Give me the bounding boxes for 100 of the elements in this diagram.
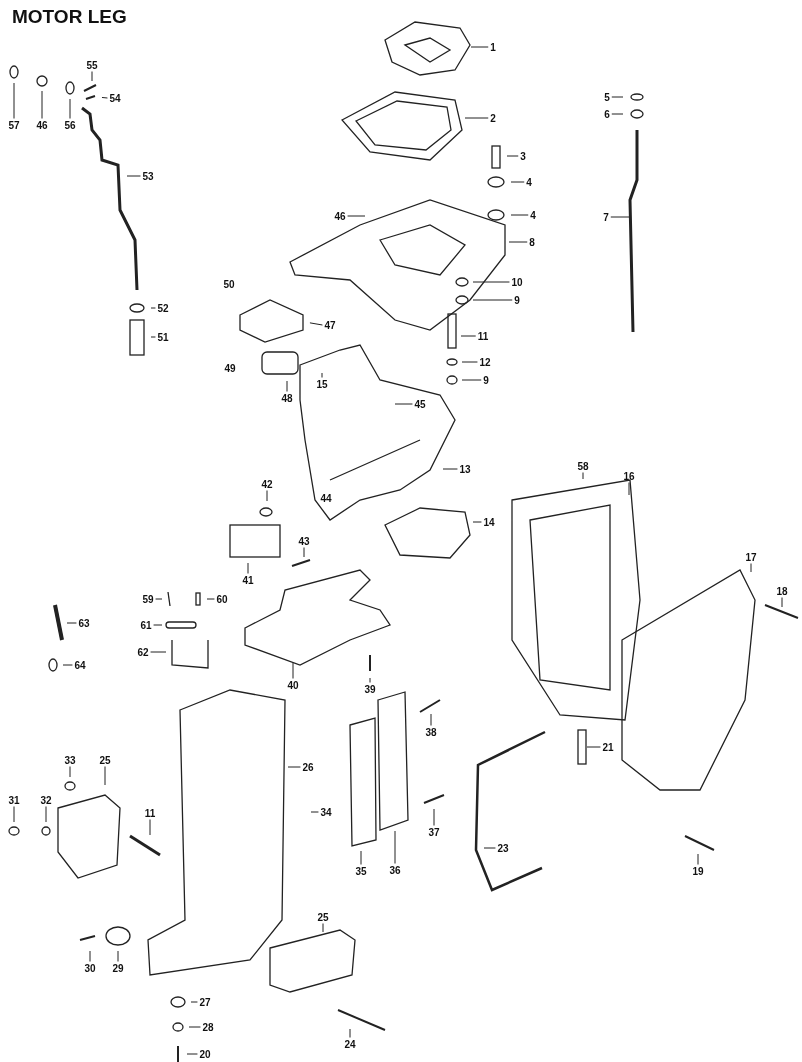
- leader-line: [611, 96, 624, 98]
- leader-line: [303, 547, 305, 558]
- callout-number: 10: [510, 276, 524, 288]
- leader-line: [360, 850, 362, 865]
- leader-line: [91, 71, 93, 82]
- leader-line: [101, 97, 108, 99]
- callout-number: 16: [622, 470, 636, 482]
- callout-number: 64: [73, 659, 87, 671]
- callout-number: 47: [323, 319, 337, 331]
- callout-number: 5: [603, 91, 611, 103]
- leader-line: [153, 624, 163, 626]
- leader-line: [430, 713, 432, 726]
- leader-line: [472, 521, 482, 523]
- leader-line: [349, 1028, 351, 1038]
- callout-number: 18: [775, 585, 789, 597]
- leader-line: [104, 766, 106, 786]
- callout-number: 20: [198, 1048, 212, 1060]
- leader-line: [483, 847, 496, 849]
- callout-number: 9: [513, 294, 521, 306]
- leader-line: [750, 563, 752, 573]
- callout-number: 4: [525, 176, 533, 188]
- callout-number: 24: [343, 1038, 357, 1050]
- callout-number: 36: [388, 864, 402, 876]
- callout-number: 45: [413, 398, 427, 410]
- callout-number: 46: [35, 119, 49, 131]
- leader-line: [347, 215, 366, 217]
- leader-line: [464, 117, 489, 119]
- callout-number: 11: [143, 807, 157, 819]
- callout-number: 52: [156, 302, 170, 314]
- callout-number: 28: [201, 1021, 215, 1033]
- callout-number: 31: [7, 794, 21, 806]
- callout-number: 54: [108, 92, 122, 104]
- callout-number: 55: [85, 59, 99, 71]
- diagram-title: MOTOR LEG: [12, 6, 127, 28]
- callout-number: 6: [603, 108, 611, 120]
- callout-number: 39: [363, 683, 377, 695]
- leader-line: [394, 830, 396, 864]
- callout-number: 43: [297, 535, 311, 547]
- callout-number: 19: [691, 865, 705, 877]
- leader-line: [89, 950, 91, 962]
- callout-number: 25: [98, 754, 112, 766]
- leader-line: [266, 490, 268, 502]
- callout-number: 8: [528, 236, 536, 248]
- leader-line: [117, 950, 119, 962]
- callout-number: 21: [601, 741, 615, 753]
- leader-line: [126, 175, 141, 177]
- leader-line: [506, 155, 519, 157]
- callout-number: 61: [139, 619, 153, 631]
- leader-line: [155, 598, 163, 600]
- callout-number: 41: [241, 574, 255, 586]
- leader-line: [286, 380, 288, 392]
- callout-number: 4: [529, 209, 537, 221]
- leader-line: [150, 307, 156, 309]
- leader-line: [13, 82, 15, 119]
- callout-number: 11: [476, 330, 490, 342]
- callout-number: 7: [602, 211, 610, 223]
- callout-number: 46: [333, 210, 347, 222]
- callout-number: 58: [576, 460, 590, 472]
- callout-number: 33: [63, 754, 77, 766]
- leader-line: [461, 379, 482, 381]
- leader-line: [582, 472, 584, 480]
- callout-number: 26: [301, 761, 315, 773]
- callout-number: 17: [744, 551, 758, 563]
- leader-line: [781, 597, 783, 608]
- leader-line: [394, 403, 413, 405]
- leader-line: [461, 361, 478, 363]
- leader-line: [188, 1026, 201, 1028]
- callout-number: 29: [111, 962, 125, 974]
- leader-line: [150, 651, 167, 653]
- callout-number: 34: [319, 806, 333, 818]
- leader-line: [62, 664, 73, 666]
- callout-number: 60: [215, 593, 229, 605]
- callout-number: 14: [482, 516, 496, 528]
- callout-number: 30: [83, 962, 97, 974]
- callout-number: 32: [39, 794, 53, 806]
- leader-line: [322, 923, 324, 933]
- callout-number: 59: [141, 593, 155, 605]
- leader-line: [610, 216, 630, 218]
- leader-line: [433, 808, 435, 826]
- callout-number: 56: [63, 119, 77, 131]
- leader-line: [13, 806, 15, 823]
- callout-number: 51: [156, 331, 170, 343]
- callout-number: 3: [519, 150, 527, 162]
- callout-number: 2: [489, 112, 497, 124]
- leader-line: [697, 853, 699, 865]
- leader-line: [442, 468, 458, 470]
- callout-number: 62: [136, 646, 150, 658]
- callout-number: 37: [427, 826, 441, 838]
- callout-number: 53: [141, 170, 155, 182]
- leader-line: [321, 372, 323, 378]
- leader-line: [472, 299, 513, 301]
- callout-number: 49: [223, 362, 237, 374]
- leader-line: [206, 598, 215, 600]
- callout-number: 1: [489, 41, 497, 53]
- callout-number: 40: [286, 679, 300, 691]
- callout-number: 35: [354, 865, 368, 877]
- leader-line: [45, 806, 47, 823]
- leader-line: [287, 766, 301, 768]
- leader-line: [309, 322, 323, 326]
- leader-line: [628, 482, 630, 496]
